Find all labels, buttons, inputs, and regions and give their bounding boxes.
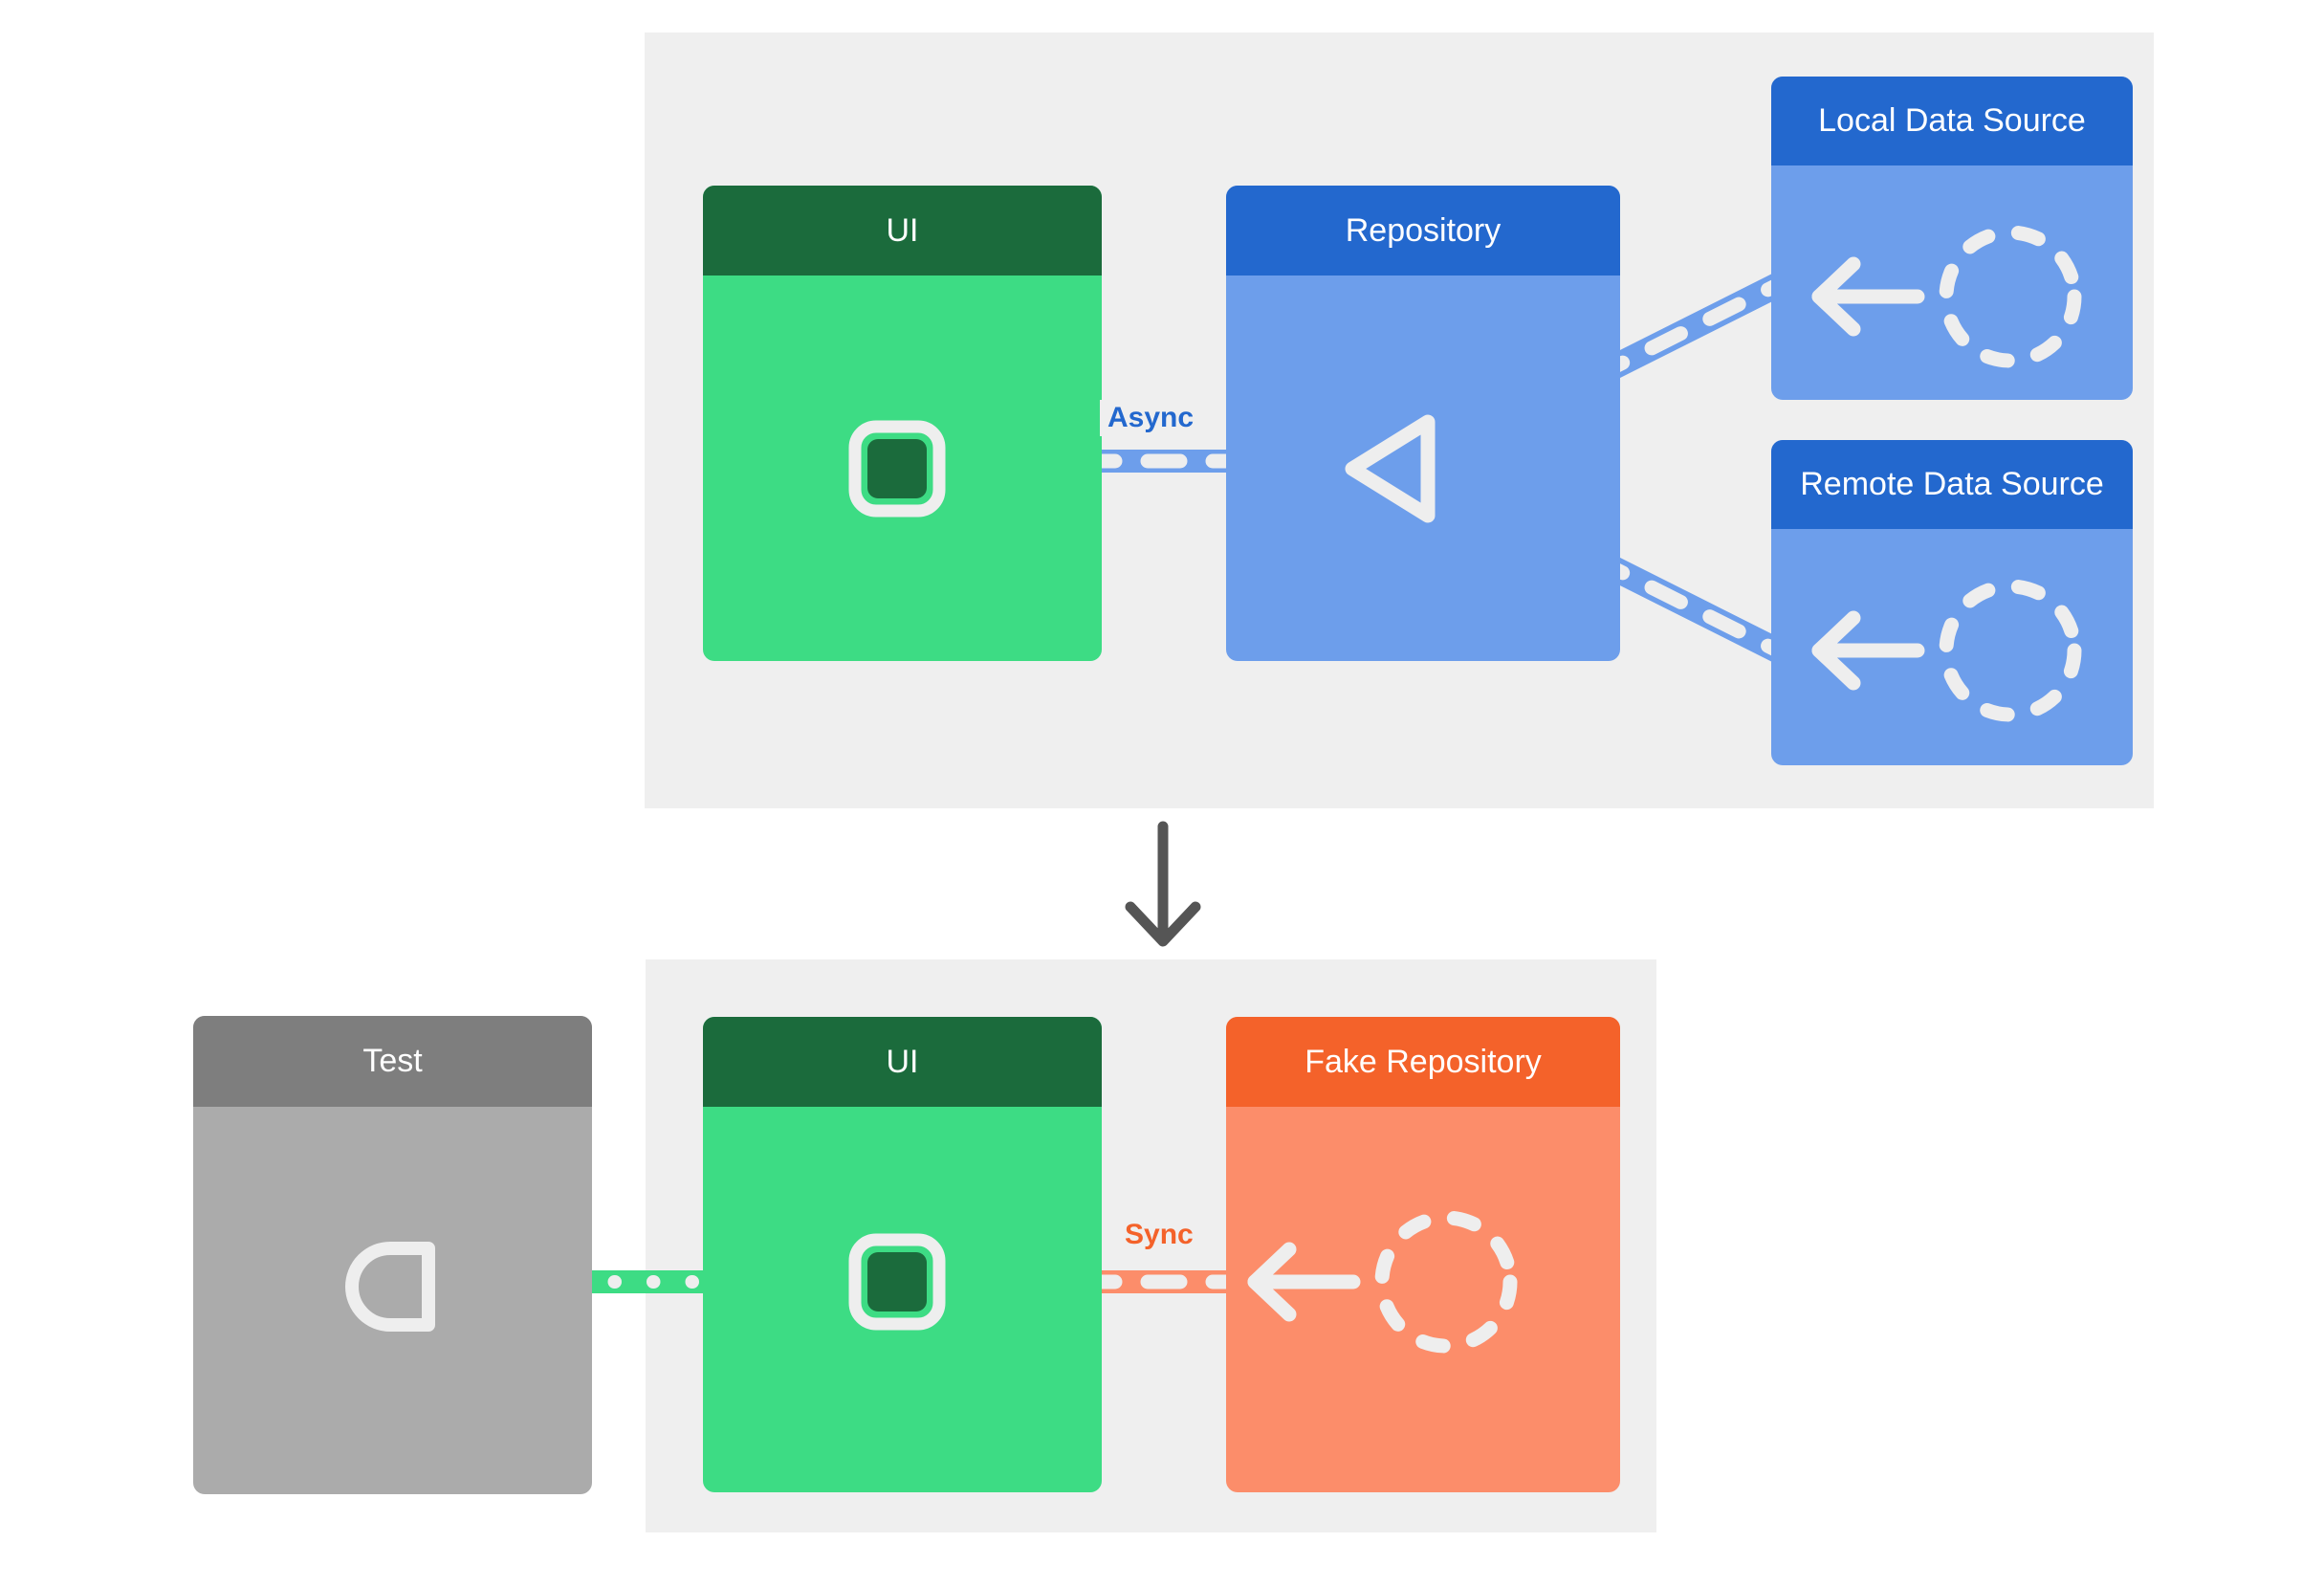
node-remote-data-source-label: Remote Data Source (1800, 466, 2104, 503)
node-fake-repository-header: Fake Repository (1226, 1017, 1620, 1107)
node-ui-production-header: UI (703, 186, 1102, 276)
node-local-data-source-label: Local Data Source (1818, 102, 2086, 140)
connector-label-sync: Sync (1117, 1217, 1201, 1253)
square-socket-icon (848, 420, 946, 518)
node-test-label: Test (362, 1043, 423, 1080)
node-ui-test-header: UI (703, 1017, 1102, 1107)
arrow-left-dashed-circle-icon (1798, 220, 2094, 373)
node-repository-label: Repository (1345, 211, 1502, 249)
async-label-text: Async (1107, 402, 1195, 433)
arrow-left-dashed-circle-icon (1234, 1205, 1530, 1358)
play-triangle-outline-icon (1337, 407, 1452, 531)
node-remote-data-source[interactable]: Remote Data Source (1771, 440, 2133, 765)
d-socket-icon (342, 1239, 448, 1334)
node-test[interactable]: Test (193, 1016, 592, 1494)
node-repository-header: Repository (1226, 186, 1620, 276)
node-local-data-source-header: Local Data Source (1771, 77, 2133, 165)
connector-label-async: Async (1100, 400, 1202, 436)
arrow-left-dashed-circle-icon (1798, 574, 2094, 727)
node-ui-production-label: UI (886, 211, 919, 249)
square-socket-icon (848, 1233, 946, 1331)
arrow-down-icon (1121, 821, 1236, 955)
sync-label-text: Sync (1125, 1219, 1194, 1250)
node-test-header: Test (193, 1016, 592, 1107)
node-ui-test-label: UI (886, 1043, 919, 1080)
node-local-data-source[interactable]: Local Data Source (1771, 77, 2133, 400)
node-remote-data-source-header: Remote Data Source (1771, 440, 2133, 529)
node-repository[interactable]: Repository (1226, 186, 1620, 661)
node-fake-repository-label: Fake Repository (1305, 1043, 1542, 1080)
